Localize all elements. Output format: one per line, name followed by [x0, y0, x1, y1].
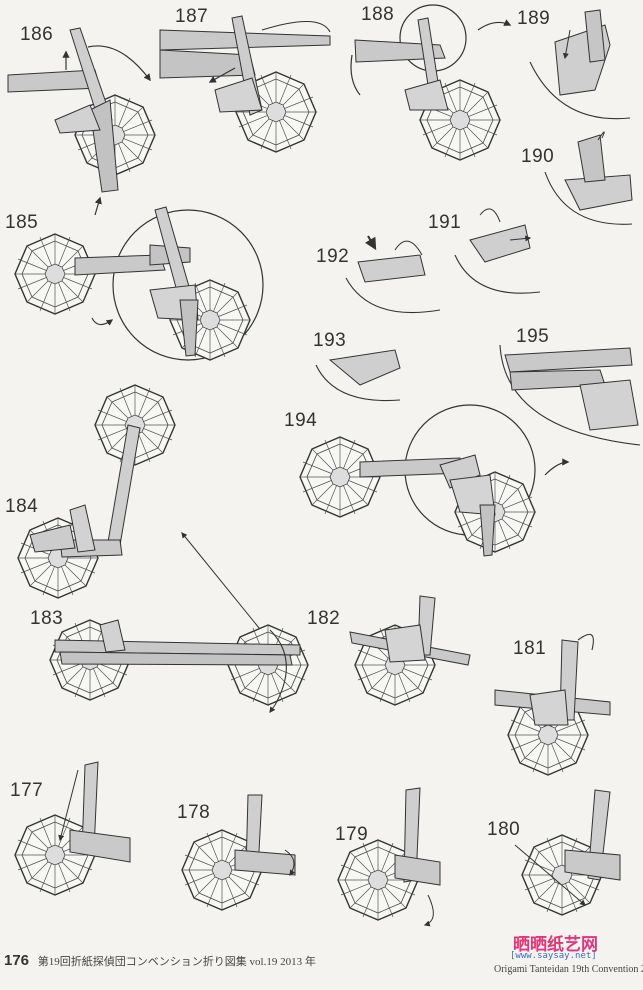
step-180-figure	[515, 790, 620, 915]
step-183-figure	[50, 620, 308, 712]
step-186-figure	[8, 28, 155, 192]
step-179-figure	[338, 788, 440, 925]
step-182-figure	[350, 596, 470, 705]
step-193-figure	[316, 350, 400, 401]
footer-caption: 第19回折紙探偵団コンベンション折り図集 vol.19 2013 年	[38, 956, 316, 968]
step-187-figure	[160, 16, 330, 152]
watermark-url: [www.saysay.net]	[510, 951, 597, 961]
step-194-figure	[300, 405, 568, 556]
step-192-figure	[346, 236, 440, 313]
step-191-figure	[455, 209, 540, 293]
step-189-figure	[530, 10, 630, 119]
watermark-caption: Origami Tanteidan 19th Convention 20	[494, 964, 643, 975]
step-178-figure	[182, 795, 295, 910]
step-185-figure	[15, 198, 263, 360]
step-177-figure	[15, 762, 130, 895]
step-188-figure	[351, 5, 510, 160]
page-number: 176	[4, 952, 29, 969]
step-181-figure	[495, 634, 610, 775]
step-184-figure	[18, 385, 285, 660]
step-190-figure	[545, 132, 632, 224]
page-footer: 176 第19回折紙探偵団コンベンション折り図集 vol.19 2013 年	[4, 952, 316, 969]
